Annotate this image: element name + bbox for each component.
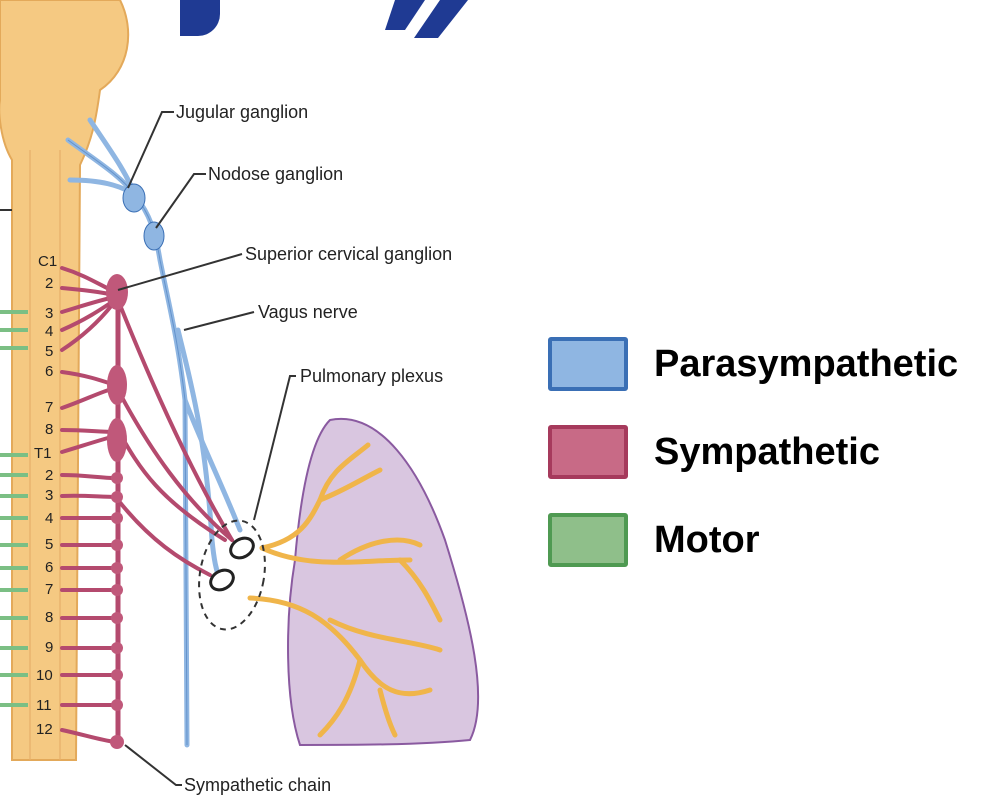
legend-item-sympathetic: Sympathetic (548, 408, 958, 496)
segment-label: 11 (36, 697, 52, 714)
lung (287, 417, 480, 747)
label-superior-cervical-ganglion: Superior cervical ganglion (245, 244, 452, 264)
sympathetic-swatch (548, 425, 628, 479)
legend-item-parasympathetic: Parasympathetic (548, 320, 958, 408)
segment-label: 5 (45, 536, 53, 553)
segment-label: 5 (45, 343, 53, 360)
segment-label: 4 (45, 323, 53, 340)
label-sympathetic-chain: Sympathetic chain (184, 775, 331, 795)
segment-label: 6 (45, 559, 53, 576)
leader-lines (117, 111, 296, 786)
segment-label: 8 (45, 421, 53, 438)
segment-label: 12 (36, 721, 53, 738)
vagus-nerve-outline (67, 139, 188, 746)
segment-labels: C1 2 3 4 5 6 7 8 T1 2 3 4 5 6 7 8 9 10 1… (34, 253, 57, 738)
legend-label: Motor (654, 518, 760, 561)
segment-label: 3 (45, 487, 53, 504)
label-vagus-nerve: Vagus nerve (258, 302, 358, 322)
segment-label: 8 (45, 609, 53, 626)
sympathetic-nerves (60, 266, 234, 748)
segment-label: 4 (45, 510, 53, 527)
segment-label: 10 (36, 667, 53, 684)
jugular-ganglion (122, 183, 146, 213)
motor-swatch (548, 513, 628, 567)
label-nodose-ganglion: Nodose ganglion (208, 164, 343, 184)
legend-label: Parasympathetic (654, 342, 959, 385)
segment-label: 7 (45, 581, 53, 598)
motor-nerves (0, 310, 28, 707)
label-jugular-ganglion: Jugular ganglion (176, 102, 308, 122)
segment-label: T1 (34, 445, 52, 462)
segment-label: 7 (45, 399, 53, 416)
nodose-ganglion (143, 221, 165, 251)
legend-item-motor: Motor (548, 496, 958, 584)
segment-label: 2 (45, 275, 53, 292)
label-pulmonary-plexus: Pulmonary plexus (300, 366, 443, 386)
segment-label: 9 (45, 639, 53, 656)
spinal-cord (0, 0, 130, 761)
parasympathetic-swatch (548, 337, 628, 391)
pulmonary-plexus (198, 519, 266, 631)
legend-label: Sympathetic (654, 430, 880, 473)
segment-label: 2 (45, 467, 53, 484)
sympathetic-ganglia (106, 274, 128, 749)
segment-label: C1 (38, 253, 57, 270)
bronchial-tree (247, 442, 443, 738)
legend: Parasympathetic Sympathetic Motor (548, 320, 958, 584)
segment-label: 6 (45, 363, 53, 380)
title-fragment (180, 0, 468, 38)
segment-label: 3 (45, 305, 53, 322)
